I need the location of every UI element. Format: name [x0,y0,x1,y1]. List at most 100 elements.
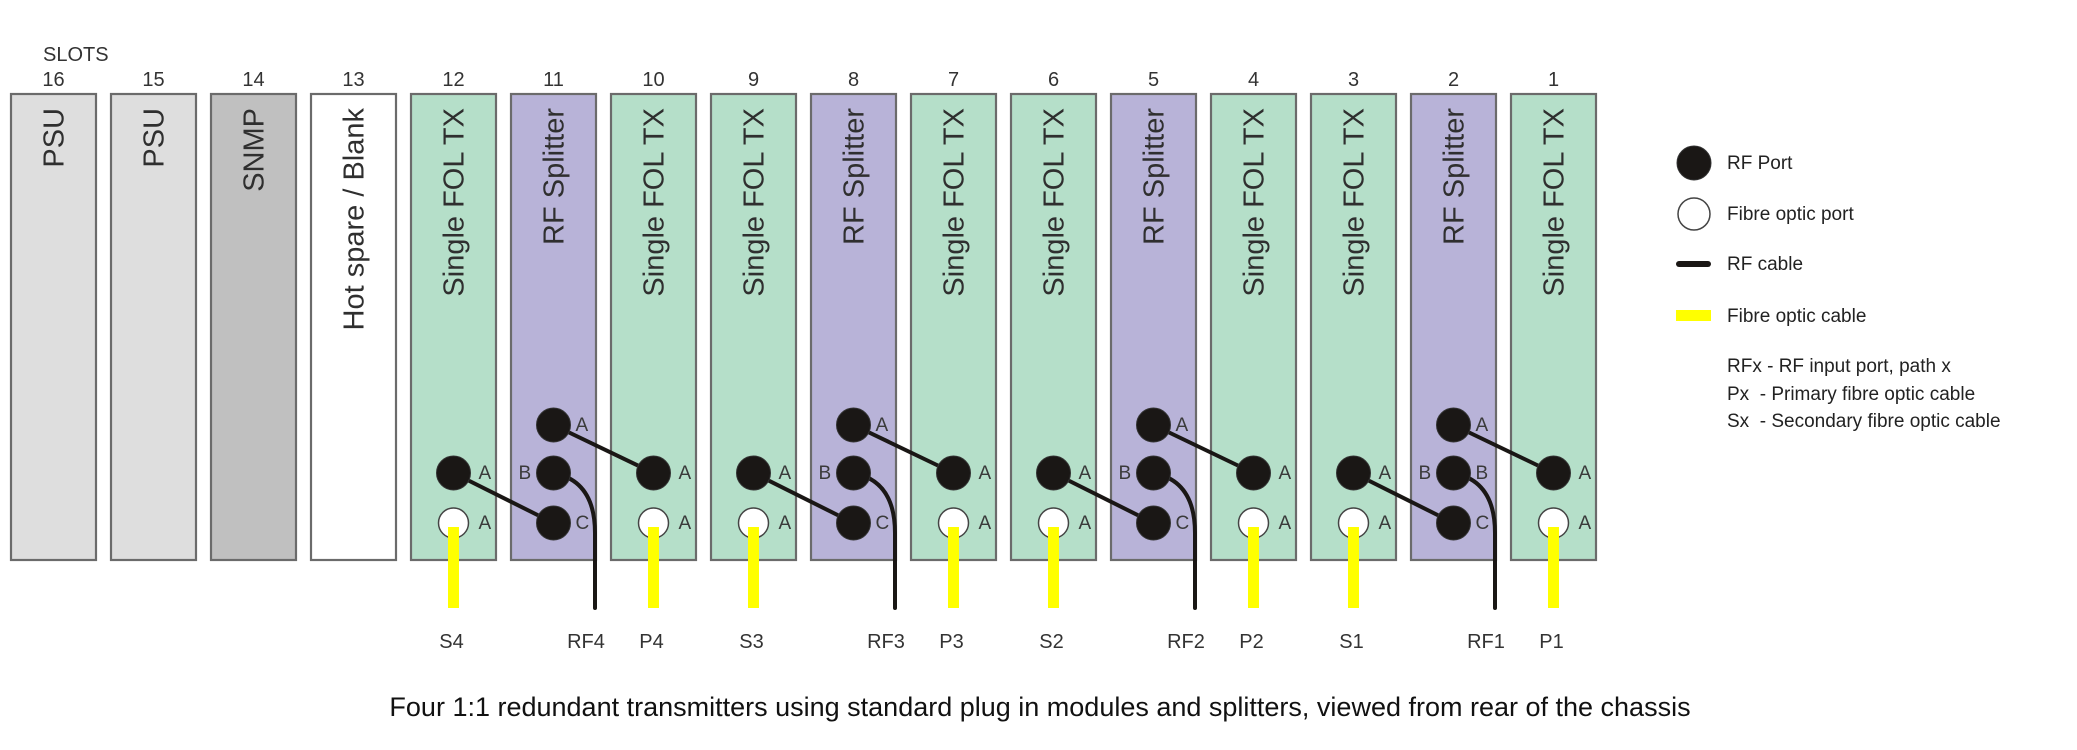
module-label: RF Splitter [1439,108,1471,245]
slot-number: 16 [42,69,64,91]
slot-number: 9 [748,69,759,91]
port-label: A [1476,415,1489,436]
port-label: C [1476,513,1490,534]
rf-port-icon [1436,455,1471,491]
port-label: A [779,513,792,534]
cable-label: S3 [739,631,763,653]
slot-number: 6 [1048,69,1059,91]
rf-port-icon [1336,455,1371,491]
legend: RF Port Fibre optic port RF cable Fibre … [1676,145,2001,432]
module-label: Single FOL TX [1039,108,1071,297]
fibre-optic-cable [648,527,659,608]
port-label: A [1379,513,1392,534]
legend-label-rf-port: RF Port [1727,153,1793,174]
port-label: A [576,415,589,436]
rf-port-icon [1136,407,1171,443]
cable-label: RF2 [1167,631,1205,653]
cable-label: P4 [639,631,663,653]
module-label: Single FOL TX [739,108,771,297]
port-label: A [1079,463,1092,484]
rf-cable [452,471,555,525]
cable-label: P2 [1239,631,1263,653]
port-label: A [979,513,992,534]
slot-number: 3 [1348,69,1359,91]
rf-port-icon [1236,455,1271,491]
port-label: A [1079,513,1092,534]
diagram-caption: Four 1:1 redundant transmitters using st… [389,692,1690,722]
slot-number: 7 [948,69,959,91]
fibre-optic-cable-stub [1348,527,1359,543]
slot-number: 15 [142,69,164,91]
rf-port-icon [1436,407,1471,443]
port-label: A [1176,415,1189,436]
rf-port-icon [836,505,871,541]
port-label: B [1419,463,1432,484]
module-label: Single FOL TX [439,108,471,297]
rf-port-icon [736,455,771,491]
port-label: B [819,463,832,484]
module-label: Single FOL TX [1539,108,1571,297]
module-label: Single FOL TX [1239,108,1271,297]
fibre-optic-cable-stub [948,527,959,543]
cable-label: RF3 [867,631,905,653]
fibre-optic-cable [1048,527,1059,608]
cable-label: S4 [439,631,463,653]
rf-cable [1052,471,1155,525]
slots-title: SLOTS [43,44,109,66]
slot-number: 10 [642,69,664,91]
rf-cable [1452,423,1555,475]
module-body [9,92,98,562]
port-label: A [1579,463,1592,484]
fibre-optic-cable-stub [1248,527,1259,543]
rf-port-icon [536,407,571,443]
rf-port-icon [1536,455,1571,491]
port-label: C [1176,513,1190,534]
module-label: Single FOL TX [939,108,971,297]
cable-label: S2 [1039,631,1063,653]
slot-8-rf-splitter: 8RF Splitter [809,69,898,562]
port-label: A [1579,513,1592,534]
rf-cable [852,423,955,475]
module-label: SNMP [239,108,271,192]
rf-port-icon [536,455,571,491]
port-label: A [1279,513,1292,534]
rf-cable [1352,471,1455,525]
port-label: A [679,513,692,534]
slot-number: 13 [342,69,364,91]
slot-number: 2 [1448,69,1459,91]
port-label: A [679,463,692,484]
legend-label-fibre-cable: Fibre optic cable [1727,306,1866,327]
rf-cable [552,423,655,475]
slot-number: 14 [242,69,264,91]
port-label: C [576,513,590,534]
legend-note-sx: Sx - Secondary fibre optic cable [1727,411,2001,432]
legend-note-rfx: RFx - RF input port, path x [1727,356,1951,377]
cable-label: RF4 [567,631,605,653]
slot-number: 5 [1148,69,1159,91]
port-label: A [1279,463,1292,484]
port-label: A [1379,463,1392,484]
legend-note-px: Px - Primary fibre optic cable [1727,384,1975,405]
port-label: A [979,463,992,484]
module-label: RF Splitter [539,108,571,245]
rf-port-icon [936,455,971,491]
module-label: PSU [39,108,71,168]
slot-number: 11 [543,69,564,91]
rf-port-icon [436,455,471,491]
rf-port-icon [636,455,671,491]
module-label: RF Splitter [839,108,871,245]
rf-port-icon [836,455,871,491]
cable-label: RF1 [1467,631,1505,653]
fibre-optic-cable [748,527,759,608]
port-label: C [876,513,890,534]
module-label: RF Splitter [1139,108,1171,245]
port-label: A [876,415,889,436]
